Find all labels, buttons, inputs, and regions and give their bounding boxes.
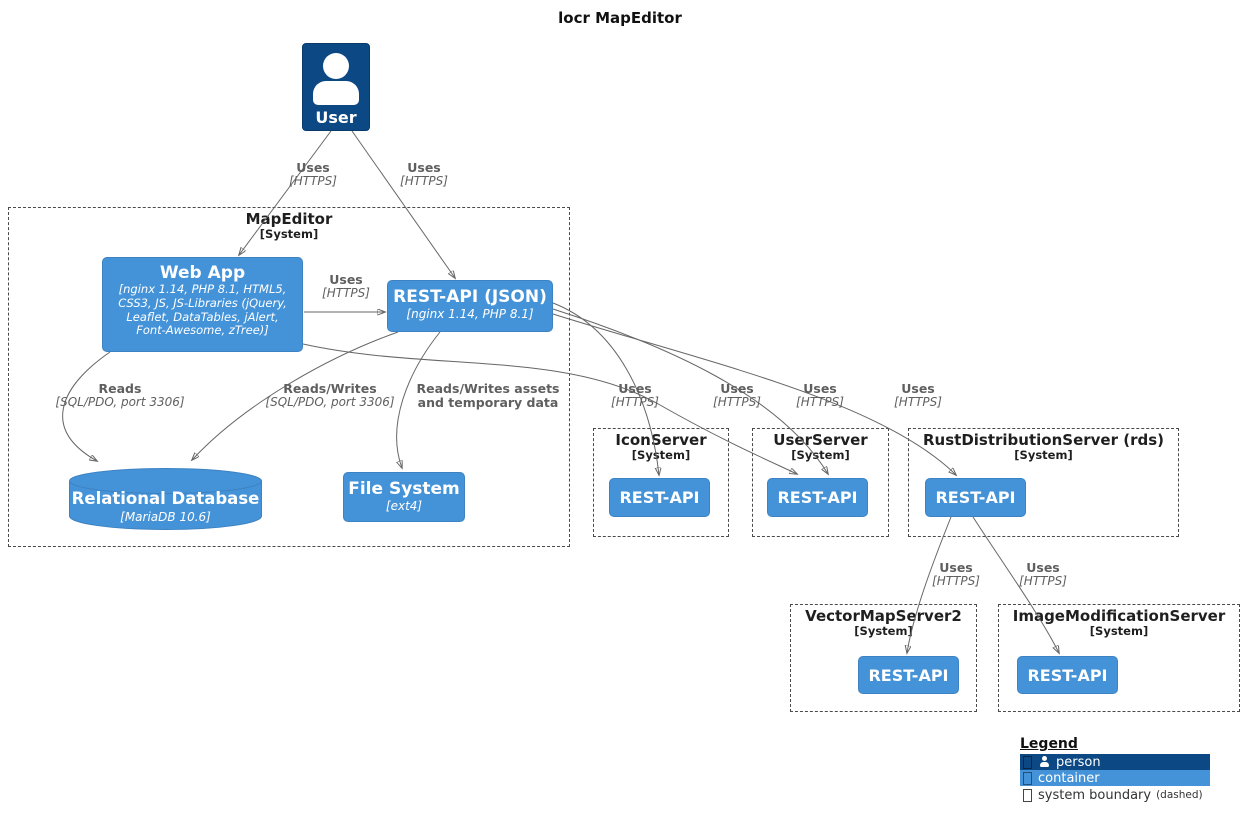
node-user-label: User xyxy=(315,108,357,127)
node-imagemodificationserver-restapi: REST-API xyxy=(1017,656,1118,694)
glyph-box-icon xyxy=(1023,771,1032,785)
edge-label-user-restapi: Uses [HTTPS] xyxy=(400,160,448,188)
edge-label-restapi-filesystem: Reads/Writes assets and temporary data xyxy=(416,381,560,410)
edge-label-rds-vectormapserver2: Uses [HTTPS] xyxy=(932,560,980,588)
boundary-name: IconServer xyxy=(615,431,707,449)
boundary-label: IconServer [System] xyxy=(594,431,728,463)
node-webapp-title: Web App xyxy=(159,263,246,283)
edge-restapi-userserver xyxy=(552,308,828,474)
node-vectormapserver2-restapi-label: REST-API xyxy=(868,665,949,685)
node-database-tech: [MariaDB 10.6] xyxy=(120,510,211,524)
node-userserver-restapi-label: REST-API xyxy=(777,488,858,507)
legend-boundary-note: (dashed) xyxy=(1156,789,1203,801)
legend-row-person: person xyxy=(1020,754,1210,770)
node-webapp-tech: [nginx 1.14, PHP 8.1, HTML5, CSS3, JS, J… xyxy=(118,282,287,338)
boundary-name: ImageModificationServer xyxy=(1012,607,1226,625)
edge-restapi-filesystem xyxy=(397,331,441,468)
node-iconserver-restapi-label: REST-API xyxy=(619,488,700,507)
person-icon xyxy=(1038,756,1050,768)
node-filesystem: File System [ext4] xyxy=(343,472,465,522)
edge-label-user-webapp: Uses [HTTPS] xyxy=(289,160,337,188)
boundary-type: [System] xyxy=(1089,624,1149,639)
edge-restapi-iconserver xyxy=(552,302,659,475)
edge-restapi-database xyxy=(192,331,399,460)
node-userserver-restapi: REST-API xyxy=(767,478,868,517)
node-rds-restapi-label: REST-API xyxy=(935,488,1016,507)
diagram-title: locr MapEditor xyxy=(558,9,682,27)
edge-label-rds-imagemodificationserver: Uses [HTTPS] xyxy=(1019,560,1067,588)
node-database-title: Relational Database xyxy=(71,489,260,508)
legend-row-system-boundary: system boundary (dashed) xyxy=(1020,786,1210,804)
glyph-box-icon xyxy=(1023,755,1032,769)
boundary-name: MapEditor xyxy=(245,210,333,228)
node-restapi-json: REST-API (JSON) [nginx 1.14, PHP 8.1] xyxy=(387,280,553,332)
edge-user-webapp xyxy=(239,130,332,255)
boundary-type: [System] xyxy=(791,448,850,463)
boundary-name: VectorMapServer2 xyxy=(805,607,962,625)
node-filesystem-tech: [ext4] xyxy=(385,499,423,513)
edge-rds-vectormapserver2 xyxy=(907,516,952,653)
legend-boundary-label: system boundary xyxy=(1038,787,1152,803)
boundary-type: [System] xyxy=(1014,448,1073,463)
legend-title: Legend xyxy=(1020,736,1078,752)
database-cylinder-icon xyxy=(69,468,262,531)
boundary-name: RustDistributionServer (rds) xyxy=(923,431,1164,449)
node-user: User xyxy=(302,43,370,131)
node-relational-database: Relational Database [MariaDB 10.6] xyxy=(68,467,263,531)
boundary-iconserver: IconServer [System] xyxy=(593,428,729,537)
boundary-type: [System] xyxy=(854,624,913,639)
boundary-label: MapEditor [System] xyxy=(9,210,569,242)
boundary-label: RustDistributionServer (rds) [System] xyxy=(909,431,1178,463)
legend: Legend person container system boundary … xyxy=(1020,736,1215,804)
boundary-label: ImageModificationServer [System] xyxy=(999,607,1239,639)
edge-user-restapi xyxy=(351,130,455,278)
edge-label-restapi-iconserver: Uses [HTTPS] xyxy=(611,381,659,409)
edge-rds-imagemodificationserver xyxy=(972,516,1059,653)
boundary-mapeditor: MapEditor [System] xyxy=(8,207,570,547)
boundary-rustdistributionserver: RustDistributionServer (rds) [System] xyxy=(908,428,1179,537)
node-iconserver-restapi: REST-API xyxy=(609,478,710,517)
boundary-vectormapserver2: VectorMapServer2 [System] xyxy=(790,604,977,712)
boundary-label: VectorMapServer2 [System] xyxy=(791,607,976,639)
edge-restapi-rds xyxy=(552,313,956,475)
edge-label-webapp-restapi: Uses [HTTPS] xyxy=(322,272,370,300)
edge-webapp-database xyxy=(62,351,111,461)
boundary-type: [System] xyxy=(259,227,319,242)
boundary-imagemodificationserver: ImageModificationServer [System] xyxy=(998,604,1240,712)
node-webapp: Web App [nginx 1.14, PHP 8.1, HTML5, CSS… xyxy=(102,257,303,352)
legend-person-label: person xyxy=(1056,754,1101,770)
node-filesystem-title: File System xyxy=(348,479,460,499)
node-rds-restapi: REST-API xyxy=(925,478,1026,517)
edge-label-restapi-userserver: Uses [HTTPS] xyxy=(796,381,844,409)
node-vectormapserver2-restapi: REST-API xyxy=(858,656,959,694)
node-imagemodificationserver-restapi-label: REST-API xyxy=(1027,665,1108,685)
edge-label-restapi-database: Reads/Writes [SQL/PDO, port 3306] xyxy=(265,381,395,409)
boundary-type: [System] xyxy=(631,448,691,463)
edge-webapp-userserver xyxy=(302,343,797,474)
edge-label-restapi-rds: Uses [HTTPS] xyxy=(894,381,942,409)
edge-label-webapp-database: Reads [SQL/PDO, port 3306] xyxy=(55,381,185,409)
person-icon xyxy=(303,53,369,105)
node-restapi-json-tech: [nginx 1.14, PHP 8.1] xyxy=(406,307,534,321)
edge-label-webapp-userserver: Uses [HTTPS] xyxy=(713,381,761,409)
glyph-box-icon xyxy=(1023,788,1032,802)
legend-row-container: container xyxy=(1020,770,1210,786)
node-restapi-json-title: REST-API (JSON) xyxy=(393,287,547,307)
legend-container-label: container xyxy=(1038,770,1100,786)
